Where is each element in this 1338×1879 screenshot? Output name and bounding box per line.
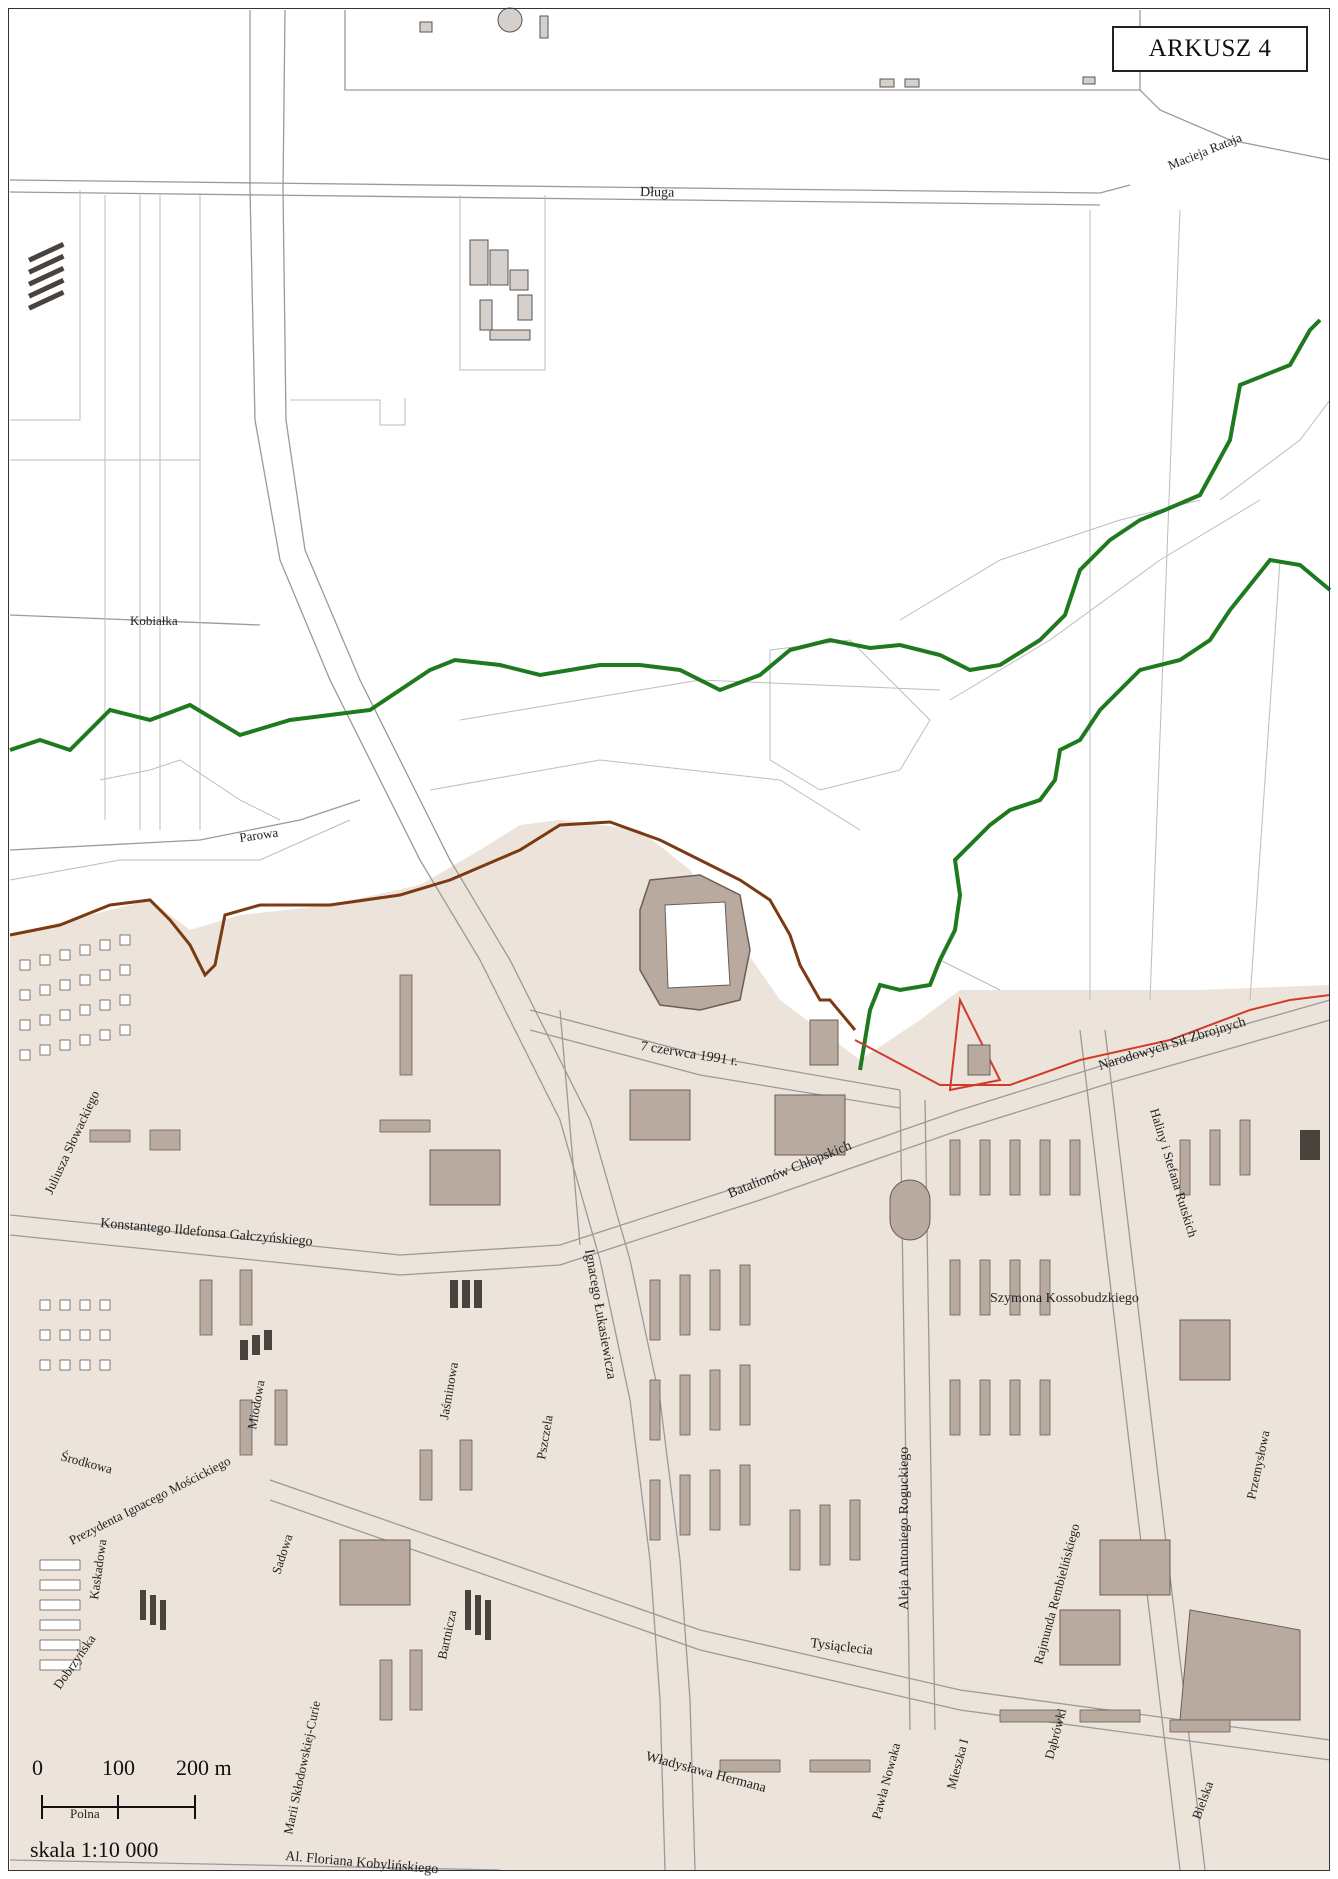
street-roguckiego: Aleja Antoniego Roguckiego: [897, 1447, 912, 1610]
green-boundary-south: [858, 557, 1332, 1071]
scale-tick-200: 200 m: [176, 1755, 232, 1780]
scale-caption: skala 1:10 000: [30, 1837, 159, 1862]
built-up-area: [10, 820, 1330, 1870]
sheet-label-text: ARKUSZ 4: [1148, 35, 1272, 62]
street-dluga: Długa: [640, 185, 675, 201]
street-parowa: Parowa: [238, 825, 279, 845]
green-boundary-north: [9, 318, 1322, 753]
street-kobialka: Kobiałka: [130, 613, 178, 628]
street-maciej-rataj: Macieja Rataja: [1166, 129, 1244, 172]
scale-ruler: [41, 1795, 196, 1819]
large-buildings: [339, 1019, 1301, 1721]
stadium: [639, 874, 751, 1011]
red-parcel: [948, 996, 1002, 1092]
dark-structures: [28, 241, 1320, 1640]
house-clusters: [19, 934, 131, 1671]
brown-boundary: [9, 820, 857, 1031]
red-boundary: [854, 994, 1331, 1086]
scale-bar: 0 100 200 m skala 1:10 000: [30, 1755, 250, 1870]
sheet-label: ARKUSZ 4: [1112, 26, 1308, 72]
scale-tick-0: 0: [32, 1755, 43, 1780]
residential-blocks: [89, 974, 1251, 1773]
street-kossobudzkiego: Szymona Kossobudzkiego: [990, 1291, 1139, 1306]
scale-tick-100: 100: [102, 1755, 135, 1780]
property-lines: [9, 190, 1331, 1001]
street-polna: Polna: [70, 1806, 100, 1821]
small-buildings-north: [419, 7, 1096, 341]
